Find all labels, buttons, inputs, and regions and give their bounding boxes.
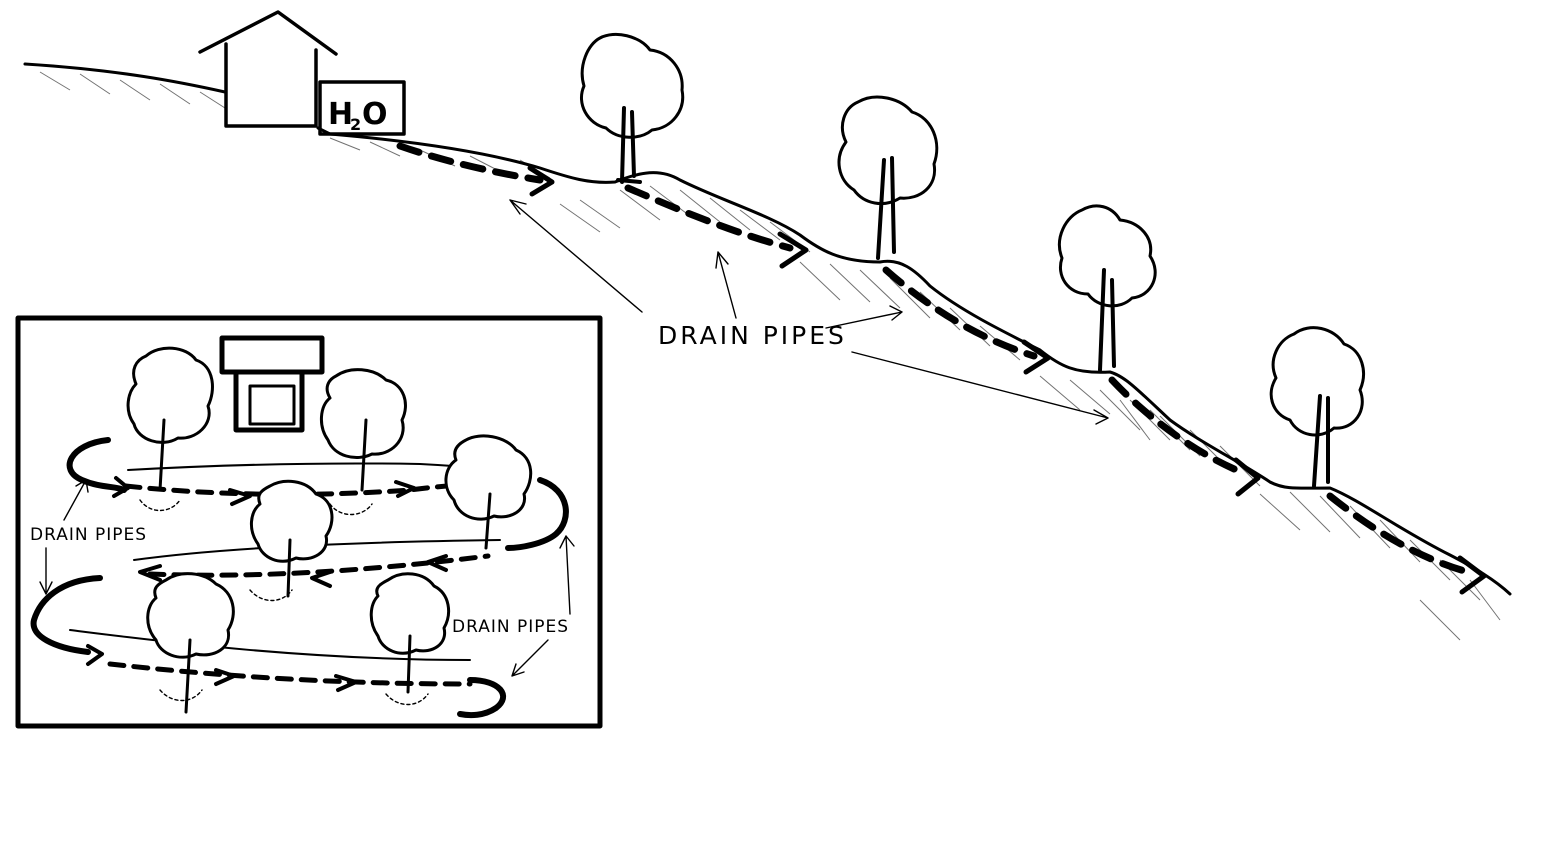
inset-building: [219, 335, 325, 433]
terrace-tree-2: [837, 95, 939, 260]
inset-leader-lines: [39, 479, 575, 677]
drain-pipe-3: [882, 266, 1038, 360]
inset-terrace-plan: DRAIN PIPES DRAIN PIPES: [15, 315, 603, 729]
arrow-head-5: [1457, 555, 1487, 595]
inset-drain-pipes-label-right: DRAIN PIPES: [452, 617, 569, 637]
terrace-tree-4: [1269, 326, 1365, 488]
house: [198, 10, 338, 128]
arrow-head-1: [527, 165, 555, 197]
drain-pipe-1: [396, 142, 544, 184]
tank-label-h: H: [328, 97, 353, 132]
hillside-ground-line: [23, 62, 1512, 596]
arrow-head-4: [1233, 457, 1261, 497]
inset-drain-pipes-label-left: DRAIN PIPES: [30, 525, 147, 545]
arrow-head-3: [1021, 339, 1051, 375]
inset-tree-6: [369, 572, 451, 694]
terrace-tree-1: [580, 33, 685, 184]
arrow-head-2: [777, 231, 809, 269]
drain-pipe-segments: [396, 142, 1487, 595]
label-leader-lines: [509, 199, 1109, 425]
drain-pipe-5: [1326, 492, 1472, 576]
inset-tree-5: [146, 572, 235, 714]
tank-label-subscript: 2: [350, 115, 361, 134]
tank-label-o: O: [362, 97, 388, 132]
inset-frame: [15, 315, 603, 729]
inset-tree-3: [444, 434, 533, 550]
water-tank: H 2 O: [318, 80, 406, 136]
drain-pipe-4: [1108, 376, 1250, 478]
hillside-cross-section: H 2 O: [23, 10, 1512, 641]
inset-tree-2: [320, 368, 407, 492]
inset-tree-1: [126, 346, 214, 492]
drain-pipes-label: DRAIN PIPES: [658, 321, 847, 350]
inset-pipe-bottom: [107, 661, 473, 687]
inset-tree-4: [250, 479, 334, 598]
drain-pipe-2: [624, 184, 794, 252]
terrace-tree-3: [1058, 204, 1157, 372]
inset-flow-arrows: [30, 437, 569, 719]
